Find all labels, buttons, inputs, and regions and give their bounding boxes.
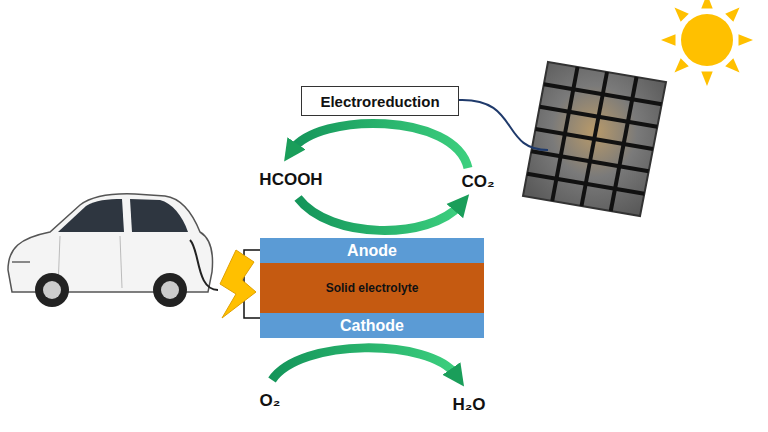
cycle-arrow xyxy=(272,348,456,380)
lightning-bolt xyxy=(220,250,256,318)
cycle-arrow xyxy=(292,123,468,168)
chemical-label: HCOOH xyxy=(259,170,322,190)
node-text: Electroreduction xyxy=(320,93,439,110)
chemical-label: H₂O xyxy=(452,395,485,415)
electrolyte-layer: Solid electrolyte xyxy=(260,263,484,313)
sun xyxy=(661,0,753,86)
solar-panel xyxy=(523,62,666,216)
cycle-arrow xyxy=(298,198,460,230)
node-text: Anode xyxy=(347,242,397,260)
process-box: Electroreduction xyxy=(301,86,459,116)
node-text: Solid electrolyte xyxy=(326,281,419,295)
node-text: Cathode xyxy=(340,317,404,335)
chemical-label: CO₂ xyxy=(461,172,494,192)
power-wire xyxy=(459,100,548,150)
chemical-label: O₂ xyxy=(260,391,281,411)
cathode-layer: Cathode xyxy=(260,313,484,338)
anode-layer: Anode xyxy=(260,238,484,263)
electric-car xyxy=(8,194,218,307)
